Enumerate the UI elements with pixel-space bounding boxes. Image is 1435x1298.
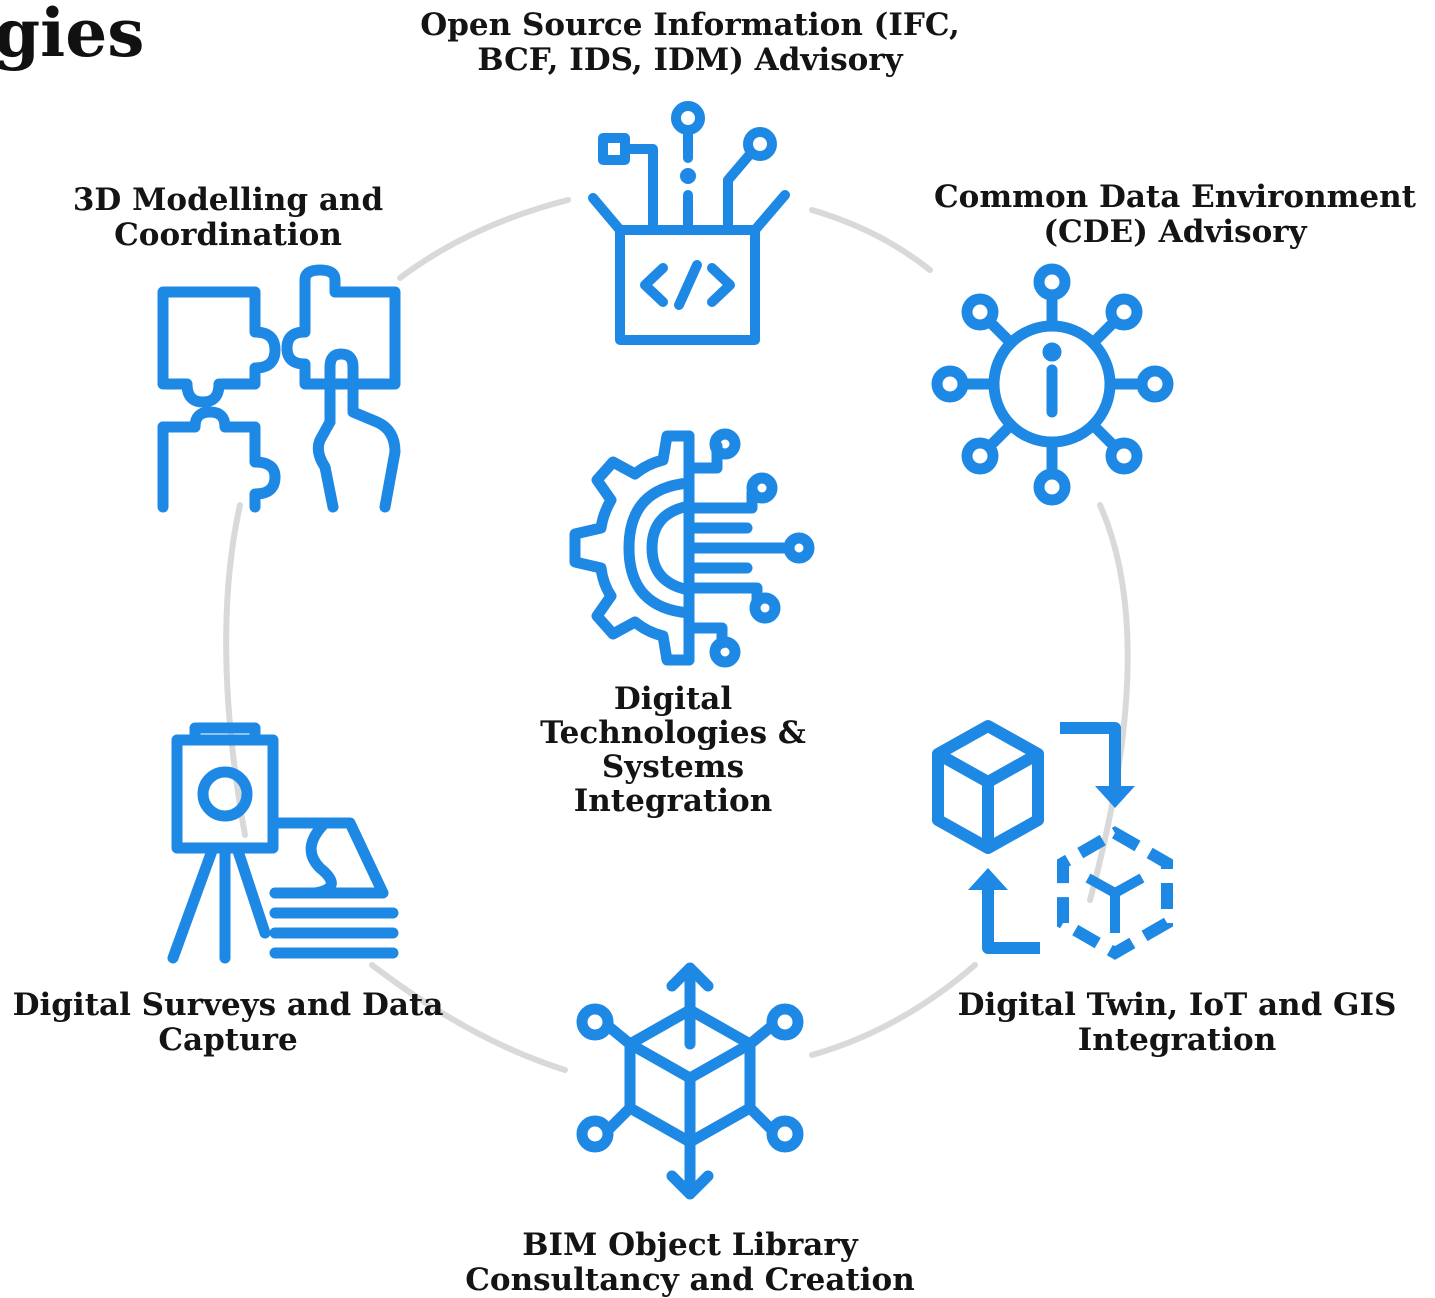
label-line: 3D Modelling and — [72, 182, 384, 218]
center-label: Digital Technologies & Systems Integrati… — [540, 682, 806, 818]
label-line: Digital Twin, IoT and GIS — [957, 987, 1397, 1023]
label-line: (CDE) Advisory — [1043, 214, 1307, 250]
label-line: BCF, IDS, IDM) Advisory — [477, 42, 903, 78]
ring-arc-bottom-left — [369, 962, 568, 1073]
ring-arc-top-left — [397, 197, 571, 281]
label-line: Technologies & — [540, 715, 806, 751]
node-bim-library-label: BIM Object Library Consultancy and Creat… — [465, 1228, 915, 1298]
label-line: Consultancy and Creation — [465, 1262, 915, 1298]
label-line: Common Data Environment — [933, 179, 1417, 215]
label-line: Integration — [1077, 1022, 1277, 1058]
label-line: Open Source Information (IFC, — [420, 7, 960, 43]
puzzle-hand-icon — [155, 262, 401, 513]
label-line: Integration — [573, 783, 773, 819]
ring-arc-left — [223, 502, 248, 838]
label-line: Coordination — [114, 217, 342, 253]
label-line: Digital Surveys and Data — [12, 987, 444, 1023]
gear-circuit-icon — [567, 428, 815, 668]
cube-transform-icon — [930, 718, 1175, 963]
node-modelling-label: 3D Modelling and Coordination — [73, 183, 383, 253]
network-cube-icon — [570, 958, 810, 1200]
ring-arc-top-right — [809, 207, 933, 273]
label-line: BIM Object Library — [522, 1227, 858, 1263]
node-digital-twin-label: Digital Twin, IoT and GIS Integration — [958, 988, 1397, 1058]
label-line: Systems — [601, 749, 745, 785]
code-box-network-icon — [585, 100, 795, 345]
label-line: Capture — [158, 1022, 298, 1058]
node-open-source-label: Open Source Information (IFC, BCF, IDS, … — [420, 8, 960, 78]
ring-arc-right — [1087, 502, 1131, 903]
node-surveys-label: Digital Surveys and Data Capture — [13, 988, 444, 1058]
node-cde-label: Common Data Environment (CDE) Advisory — [934, 180, 1416, 250]
info-network-icon — [930, 262, 1175, 507]
ring-arc-bottom-right — [809, 962, 978, 1058]
label-line: Digital — [613, 681, 733, 717]
surveying-tripod-icon — [155, 718, 400, 964]
page-heading-fragment: gies — [0, 0, 145, 72]
